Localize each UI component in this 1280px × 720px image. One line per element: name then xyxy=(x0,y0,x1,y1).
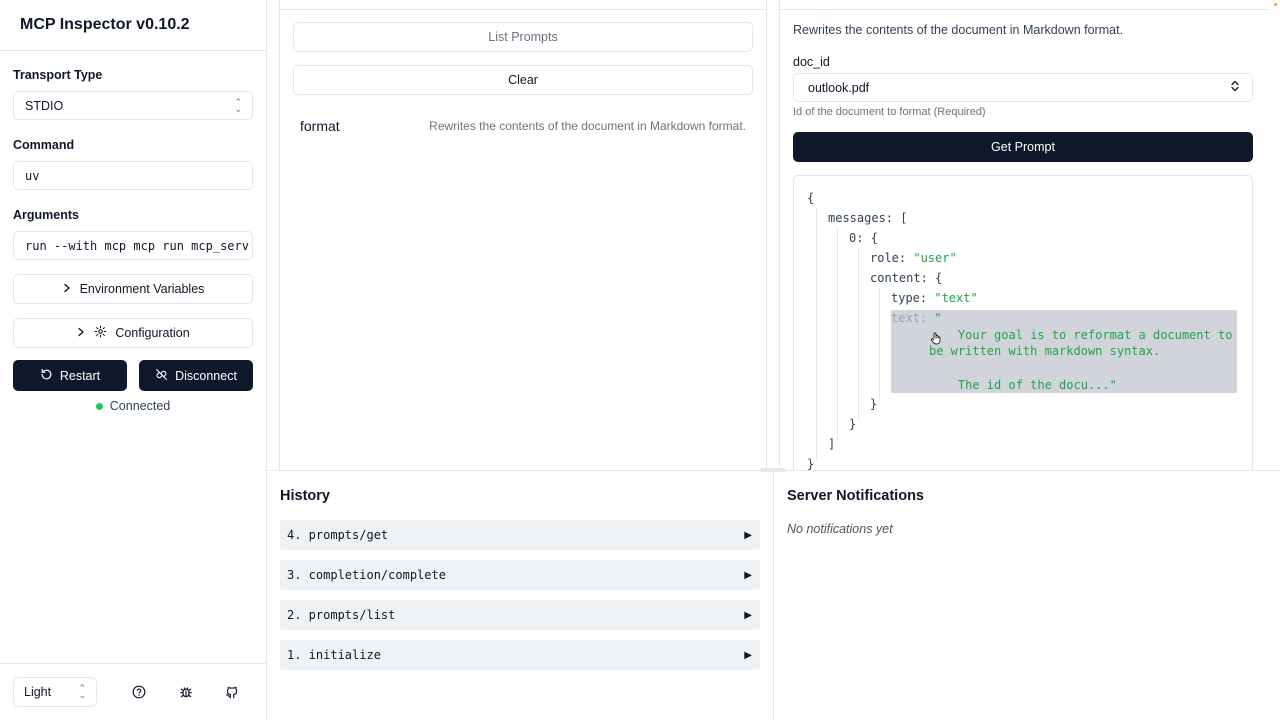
json-string: be written with markdown syntax. xyxy=(929,344,1160,358)
history-item[interactable]: 1. initialize ▶ xyxy=(280,640,760,670)
json-key: type: xyxy=(891,291,927,305)
json-brace: { xyxy=(935,271,942,285)
selected-prompt-description: Rewrites the contents of the document in… xyxy=(793,23,1123,37)
json-close-brace: } xyxy=(849,417,856,431)
restart-button[interactable]: Restart xyxy=(13,360,127,391)
disconnect-button[interactable]: Disconnect xyxy=(139,360,253,391)
hand-cursor-icon xyxy=(930,332,942,350)
server-notifications-title: Server Notifications xyxy=(787,488,924,504)
configuration-button[interactable]: Configuration xyxy=(13,318,253,348)
doc-id-label: doc_id xyxy=(793,55,830,69)
configuration-label: Configuration xyxy=(115,326,189,340)
chevron-right-icon xyxy=(62,282,72,296)
theme-select[interactable]: Light ⌃⌄ xyxy=(13,677,97,707)
unplug-icon xyxy=(155,368,168,384)
history-item-label: 3. completion/complete xyxy=(287,568,446,582)
json-indent-guide xyxy=(858,248,859,420)
json-string: " xyxy=(934,311,941,325)
command-input[interactable]: uv xyxy=(13,161,253,190)
json-key: role: xyxy=(870,251,906,265)
app-title: MCP Inspector v0.10.2 xyxy=(20,16,190,34)
environment-variables-button[interactable]: Environment Variables xyxy=(13,274,253,304)
transport-type-label: Transport Type xyxy=(13,68,102,82)
arguments-label: Arguments xyxy=(13,208,79,222)
history-item-label: 4. prompts/get xyxy=(287,528,388,542)
json-key: messages: xyxy=(828,211,893,225)
chevron-up-down-icon xyxy=(1230,80,1240,95)
prompt-description: Rewrites the contents of the document in… xyxy=(429,119,746,133)
chevron-up-down-icon: ⌃⌄ xyxy=(234,99,242,113)
list-prompts-button[interactable]: List Prompts xyxy=(293,22,753,52)
notifications-empty-text: No notifications yet xyxy=(787,522,893,536)
chevron-right-icon xyxy=(76,326,86,340)
prompt-list-item[interactable]: format Rewrites the contents of the docu… xyxy=(293,110,753,142)
github-icon[interactable] xyxy=(224,684,240,700)
status-dot-icon xyxy=(96,403,103,410)
environment-variables-label: Environment Variables xyxy=(80,282,205,296)
restart-label: Restart xyxy=(60,369,100,383)
json-string: Your goal is to reformat a document to xyxy=(929,328,1232,342)
json-string: "text" xyxy=(934,291,977,305)
expand-arrow-icon: ▶ xyxy=(744,650,752,661)
json-key: content: xyxy=(870,271,928,285)
connection-status-text: Connected xyxy=(110,399,170,413)
theme-value: Light xyxy=(24,685,51,699)
transport-type-value: STDIO xyxy=(25,99,63,113)
history-item[interactable]: 3. completion/complete ▶ xyxy=(280,560,760,590)
get-prompt-button[interactable]: Get Prompt xyxy=(793,132,1253,162)
doc-id-help-text: Id of the document to format (Required) xyxy=(793,106,986,118)
json-indent-guide xyxy=(816,208,817,460)
history-item[interactable]: 2. prompts/list ▶ xyxy=(280,600,760,630)
json-close-bracket: ] xyxy=(828,437,835,451)
arguments-value: run --with mcp mcp run mcp_serv xyxy=(25,239,249,253)
json-line-text: text: " xyxy=(891,311,942,325)
command-label: Command xyxy=(13,138,74,152)
divider xyxy=(773,471,774,720)
json-line-index: 0: { xyxy=(849,231,878,245)
json-bracket: [ xyxy=(900,211,907,225)
json-line-role: role: "user" xyxy=(870,251,957,265)
command-value: uv xyxy=(25,169,39,183)
doc-id-select[interactable]: outlook.pdf xyxy=(793,73,1253,102)
arguments-input[interactable]: run --with mcp mcp run mcp_serv xyxy=(13,231,253,260)
history-title: History xyxy=(280,488,330,504)
json-line-messages: messages: [ xyxy=(828,211,908,225)
chevron-up-down-icon: ⌃⌄ xyxy=(78,685,86,699)
bug-icon[interactable] xyxy=(178,684,194,700)
connection-status: Connected xyxy=(0,399,266,413)
disconnect-label: Disconnect xyxy=(175,369,237,383)
json-string: "user" xyxy=(913,251,956,265)
clear-button[interactable]: Clear xyxy=(293,65,753,95)
expand-arrow-icon: ▶ xyxy=(744,610,752,621)
gear-icon xyxy=(94,325,107,341)
expand-arrow-icon: ▶ xyxy=(744,530,752,541)
json-open-brace: { xyxy=(807,191,814,205)
json-close-brace: } xyxy=(807,457,814,471)
divider xyxy=(0,663,266,664)
history-item[interactable]: 4. prompts/get ▶ xyxy=(280,520,760,550)
transport-type-select[interactable]: STDIO ⌃⌄ xyxy=(13,91,253,120)
expand-arrow-icon: ▶ xyxy=(744,570,752,581)
json-key: text: xyxy=(891,311,927,325)
rotate-ccw-icon xyxy=(40,368,53,384)
json-string: The id of the docu..." xyxy=(929,378,1117,392)
json-line-type: type: "text" xyxy=(891,291,978,305)
prompt-name: format xyxy=(300,118,340,134)
divider xyxy=(779,9,1269,10)
help-icon[interactable] xyxy=(131,684,147,700)
json-indent-guide xyxy=(837,228,838,440)
doc-id-value: outlook.pdf xyxy=(808,81,869,95)
json-key: 0: xyxy=(849,231,863,245)
history-item-label: 2. prompts/list xyxy=(287,608,395,622)
json-line-content: content: { xyxy=(870,271,942,285)
json-close-brace: } xyxy=(870,397,877,411)
json-brace: { xyxy=(871,231,878,245)
json-result-viewer[interactable]: { messages: [ 0: { role: "user" content:… xyxy=(793,175,1253,475)
divider xyxy=(0,50,266,51)
history-item-label: 1. initialize xyxy=(287,648,381,662)
json-indent-guide xyxy=(879,288,880,400)
indicator-dot-icon xyxy=(1274,3,1277,6)
divider xyxy=(279,9,767,10)
